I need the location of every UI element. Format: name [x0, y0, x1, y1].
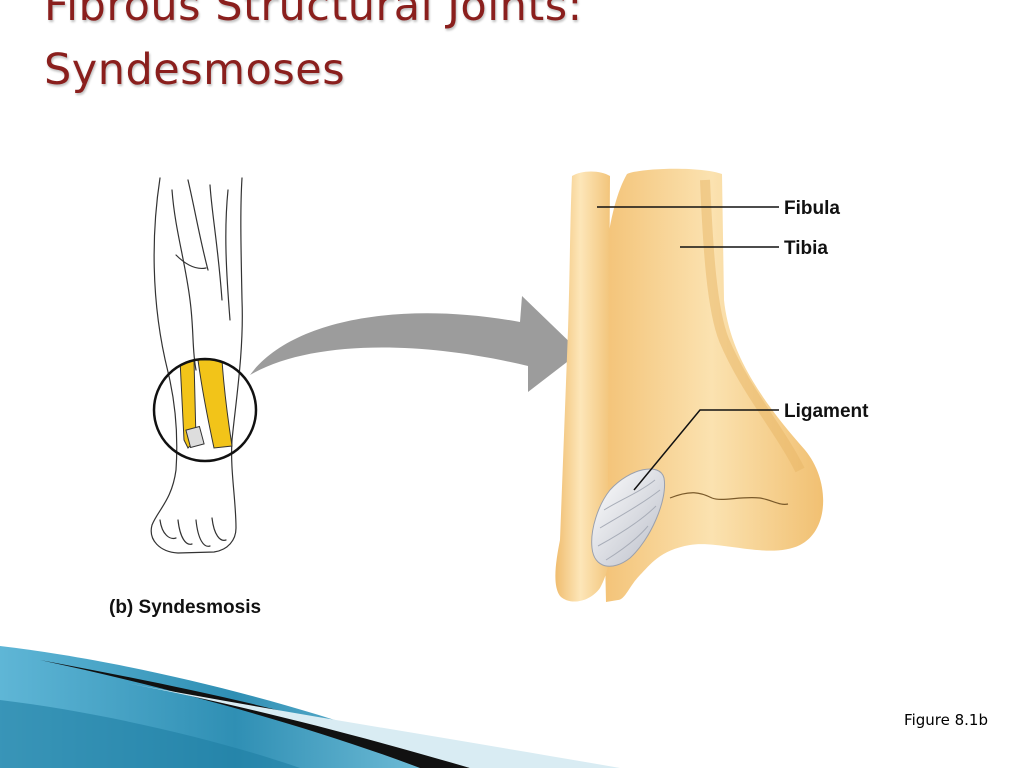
magnifier-circle	[152, 357, 258, 463]
slide-title: Fibrous Structural Joints: Syndesmoses	[44, 0, 583, 102]
figure-caption: Figure 8.1b	[904, 711, 988, 729]
ligament-leader-line	[633, 409, 779, 491]
panel-label: (b) Syndesmosis	[109, 597, 261, 618]
magnified-bones	[179, 359, 233, 449]
leg-illustration	[150, 177, 243, 554]
fibula-bone	[555, 171, 611, 602]
title-line-2: Syndesmoses	[44, 45, 346, 95]
decorative-swoosh	[0, 646, 620, 768]
label-fibula: Fibula	[784, 198, 840, 219]
label-tibia: Tibia	[784, 238, 828, 259]
ligament-tissue	[591, 468, 666, 567]
label-ligament: Ligament	[784, 401, 869, 422]
zoom-arrow	[250, 296, 580, 392]
title-line-1: Fibrous Structural Joints:	[44, 0, 583, 31]
